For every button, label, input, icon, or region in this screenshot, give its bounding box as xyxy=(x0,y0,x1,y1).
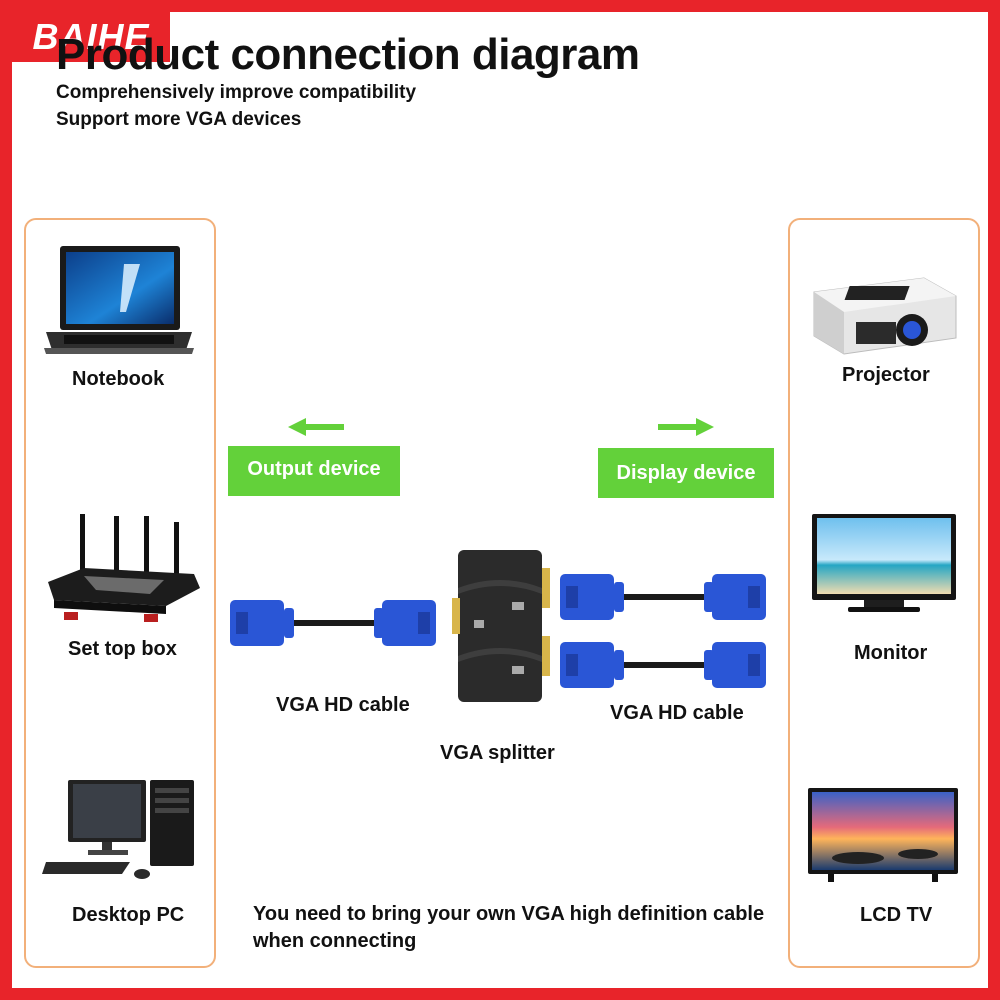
label-set-top-box: Set top box xyxy=(68,638,177,660)
vga-cable-right-bottom-icon xyxy=(560,642,766,688)
cable-note: You need to bring your own VGA high defi… xyxy=(253,901,764,955)
arrow-left-icon xyxy=(288,418,344,436)
laptop-icon xyxy=(44,246,194,354)
label-vga-splitter: VGA splitter xyxy=(440,742,555,764)
tv-icon xyxy=(808,788,958,882)
label-vga-cable-right: VGA HD cable xyxy=(610,702,744,724)
output-device-label: Output device xyxy=(228,446,400,496)
label-monitor: Monitor xyxy=(854,642,928,664)
display-device-label: Display device xyxy=(598,448,774,498)
display-devices-panel xyxy=(788,218,980,968)
label-desktop-pc: Desktop PC xyxy=(72,904,185,926)
arrow-right-icon xyxy=(658,418,714,436)
output-devices-panel xyxy=(24,218,216,968)
vga-splitter-icon xyxy=(452,550,550,702)
label-vga-cable-left: VGA HD cable xyxy=(276,694,410,716)
monitor-icon xyxy=(812,514,956,612)
subtitle-devices: Support more VGA devices xyxy=(56,109,302,130)
cable-note-line-2: when connecting xyxy=(253,930,417,952)
cable-note-line-1: You need to bring your own VGA high defi… xyxy=(253,903,765,925)
projector-icon xyxy=(813,277,957,355)
desktop-pc-icon xyxy=(42,780,194,879)
subtitle-compatibility: Comprehensively improve compatibility xyxy=(56,82,417,103)
vga-cable-right-top-icon xyxy=(560,574,766,620)
label-projector: Projector xyxy=(842,364,930,386)
label-notebook: Notebook xyxy=(72,368,165,390)
brand-logo: BAIHE xyxy=(12,12,170,62)
label-lcd-tv: LCD TV xyxy=(860,904,933,926)
vga-cable-left-icon xyxy=(230,600,436,646)
page-title: Product connection diagram xyxy=(56,30,640,79)
router-icon xyxy=(48,514,200,622)
